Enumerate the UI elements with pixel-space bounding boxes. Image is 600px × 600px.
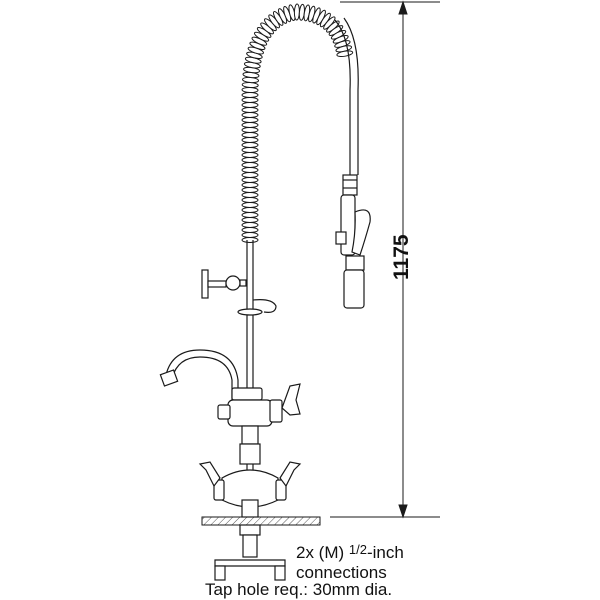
coil-ring xyxy=(241,232,259,238)
swing-spout xyxy=(159,349,239,401)
connections-prefix: 2x (M) xyxy=(296,543,349,562)
mixer-body xyxy=(217,383,301,445)
coil-ring xyxy=(241,142,259,148)
wall-bracket xyxy=(201,269,277,316)
coil-ring xyxy=(241,237,259,243)
coil-ring xyxy=(241,207,259,213)
coil-ring xyxy=(241,97,259,103)
coil-ring xyxy=(241,172,259,178)
coil-ring xyxy=(241,92,259,98)
connections-callout: 2x (M) 1/2-inch xyxy=(296,542,404,563)
coil-ring xyxy=(241,217,259,223)
spring-coil xyxy=(241,3,359,470)
coil-ring xyxy=(241,182,259,188)
coil-ring xyxy=(241,86,259,94)
coil-ring xyxy=(241,132,259,138)
coil-ring xyxy=(241,127,259,133)
height-dimension-label: 1175 xyxy=(390,234,413,280)
coil-ring xyxy=(241,177,259,183)
under-counter-connections xyxy=(214,524,286,581)
spray-head xyxy=(335,174,371,309)
coil-ring xyxy=(241,187,259,193)
coil-ring xyxy=(241,117,259,123)
coil-ring xyxy=(241,137,259,143)
coil-ring xyxy=(241,167,259,173)
connections-callout-line2: connections xyxy=(296,563,387,582)
coil-ring xyxy=(241,102,259,108)
coil-ring xyxy=(241,212,259,218)
coil-ring xyxy=(241,222,259,228)
coil-ring xyxy=(241,192,259,198)
connections-suffix: -inch xyxy=(366,543,404,562)
tap-hole-callout: Tap hole req.: 30mm dia. xyxy=(205,580,393,599)
coil-ring xyxy=(241,162,259,168)
coil-ring xyxy=(241,107,259,113)
coil-ring xyxy=(241,147,259,153)
connections-fraction: 1/2 xyxy=(348,542,367,557)
coil-ring xyxy=(241,197,259,203)
dimension-line xyxy=(330,0,440,519)
coil-ring xyxy=(241,112,259,118)
coil-ring xyxy=(241,157,259,163)
coil-ring xyxy=(241,202,259,208)
coil-ring xyxy=(241,122,259,128)
lower-valve-body xyxy=(198,443,302,518)
coil-ring xyxy=(241,152,259,158)
coil-ring xyxy=(293,3,300,21)
coil-ring xyxy=(241,227,259,233)
counter-top xyxy=(201,516,321,526)
